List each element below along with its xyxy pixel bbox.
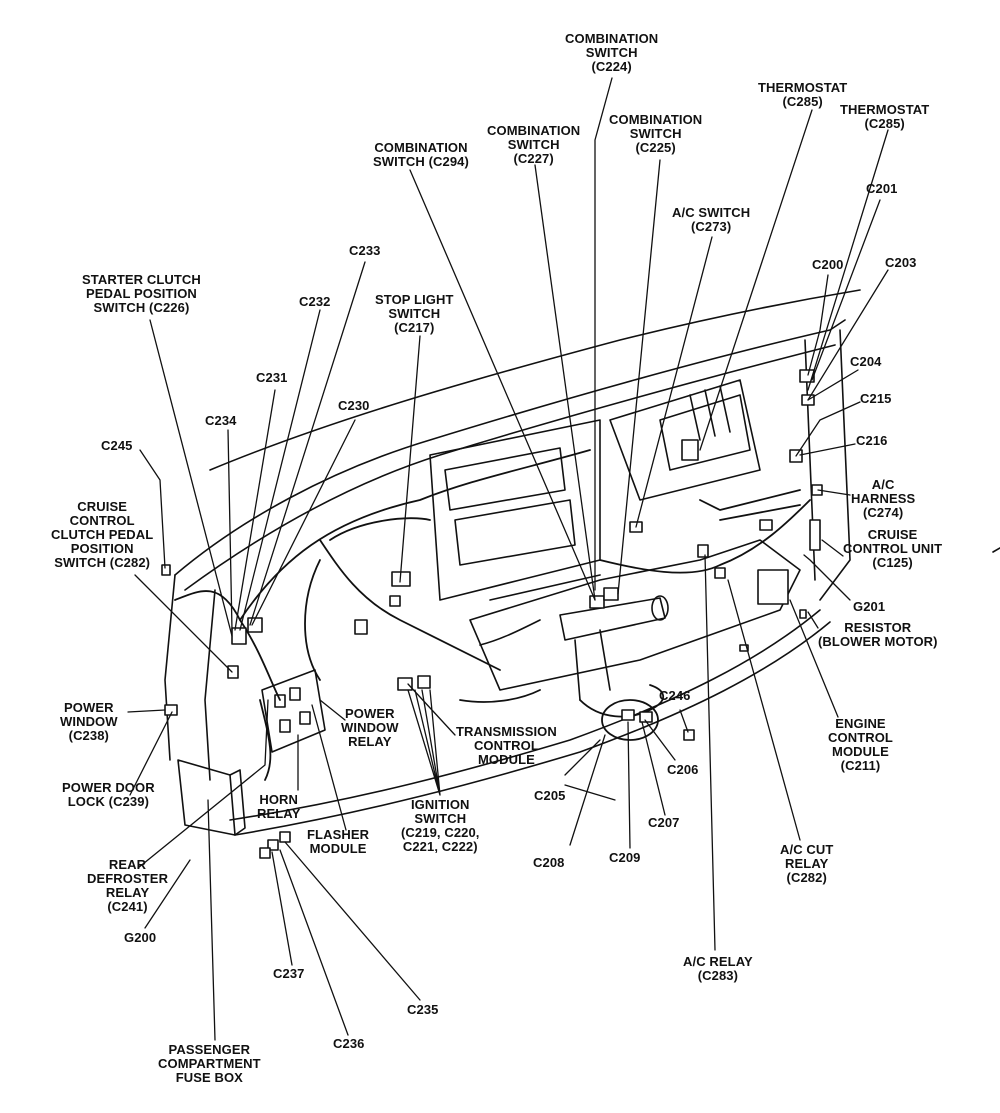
label-thermostat-c285-b: THERMOSTAT (C285)	[840, 102, 930, 131]
label-transmission-control-module: TRANSMISSION CONTROL MODULE	[456, 724, 557, 767]
label-combination-switch-c227: COMBINATION SWITCH (C227)	[487, 123, 581, 166]
label-c234: C234	[205, 413, 237, 428]
label-c232: C232	[299, 294, 331, 309]
label-thermostat-c285-a: THERMOSTAT (C285)	[758, 80, 848, 109]
leader-lines	[127, 77, 889, 1041]
label-c215: C215	[860, 391, 892, 406]
label-c245: C245	[101, 438, 133, 453]
label-g200: G200	[124, 930, 157, 945]
label-engine-control-module-c211: ENGINE CONTROL MODULE (C211)	[828, 716, 893, 773]
relay-block-shape	[261, 669, 326, 753]
label-c207: C207	[648, 815, 680, 830]
label-power-window-relay: POWER WINDOW RELAY	[341, 706, 399, 749]
connectors	[161, 369, 823, 859]
label-horn-relay: HORN RELAY	[257, 792, 301, 821]
dashboard-outline	[164, 289, 861, 836]
label-ignition-switch: IGNITION SWITCH (C219, C220, C221, C222)	[401, 797, 480, 854]
label-c216: C216	[856, 433, 888, 448]
label-combination-switch-c224: COMBINATION SWITCH (C224)	[565, 31, 659, 74]
label-passenger-fuse-box: PASSENGER COMPARTMENT FUSE BOX	[158, 1042, 261, 1085]
label-c209: C209	[609, 850, 641, 865]
label-ac-switch-c273: A/C SWITCH (C273)	[672, 205, 751, 234]
label-c237: C237	[273, 966, 305, 981]
label-c236: C236	[333, 1036, 365, 1051]
label-c205: C205	[534, 788, 566, 803]
label-c204: C204	[850, 354, 882, 369]
label-cruise-clutch-c282: CRUISE CONTROL CLUTCH PEDAL POSITION SWI…	[51, 499, 154, 570]
label-rear-defroster-relay-c241: REAR DEFROSTER RELAY (C241)	[87, 857, 169, 914]
label-c201: C201	[866, 181, 898, 196]
label-c230: C230	[338, 398, 370, 413]
label-c206: C206	[667, 762, 699, 777]
label-power-door-lock-c239: POWER DOOR LOCK (C239)	[62, 780, 155, 809]
label-c203: C203	[885, 255, 917, 270]
label-stop-light-switch-c217: STOP LIGHT SWITCH (C217)	[375, 292, 454, 335]
label-c233: C233	[349, 243, 381, 258]
steering-column	[479, 595, 669, 701]
label-c231: C231	[256, 370, 288, 385]
label-combination-switch-c225: COMBINATION SWITCH (C225)	[609, 112, 703, 155]
label-c200: C200	[812, 257, 844, 272]
label-combination-switch-c294: COMBINATION SWITCH (C294)	[373, 140, 469, 169]
right-edge-mark	[992, 547, 1000, 553]
label-ac-relay-c283: A/C RELAY (C283)	[683, 954, 753, 983]
label-resistor-blower: RESISTOR (BLOWER MOTOR)	[818, 620, 938, 649]
label-power-window-c238: POWER WINDOW (C238)	[60, 700, 118, 743]
label-ac-harness-c274: A/C HARNESS (C274)	[851, 477, 916, 520]
label-c246: C246	[659, 688, 691, 703]
label-ac-cut-relay-c282: A/C CUT RELAY (C282)	[780, 842, 834, 885]
wire-harness	[174, 449, 811, 781]
label-starter-clutch-c226: STARTER CLUTCH PEDAL POSITION SWITCH (C2…	[82, 272, 201, 315]
label-flasher-module: FLASHER MODULE	[307, 827, 370, 856]
label-c235: C235	[407, 1002, 439, 1017]
fuse-box-shape	[177, 759, 246, 836]
label-g201: G201	[853, 599, 886, 614]
label-c208: C208	[533, 855, 565, 870]
label-cruise-control-unit-c125: CRUISE CONTROL UNIT (C125)	[843, 527, 943, 570]
